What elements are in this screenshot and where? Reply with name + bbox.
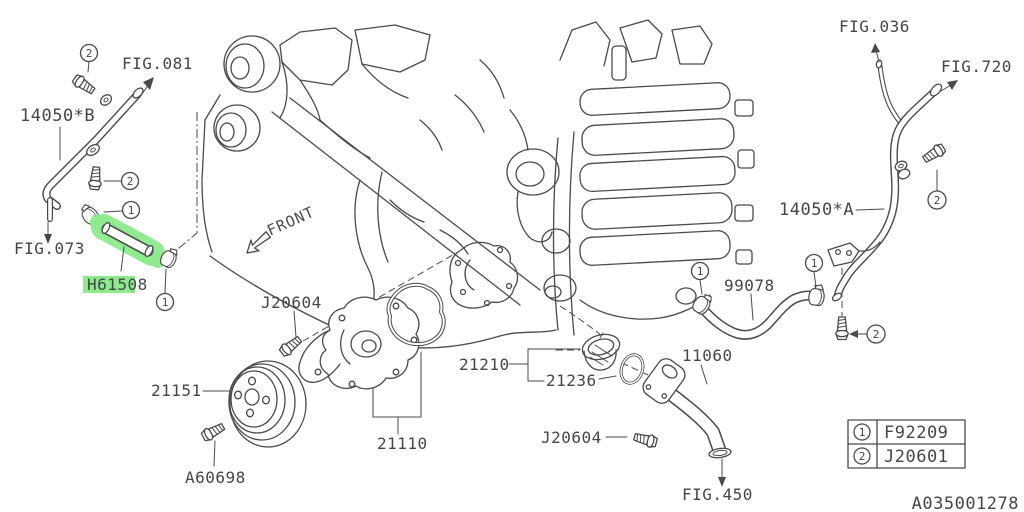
legend-code-1: F92209 <box>884 423 948 443</box>
engine-block-line-art <box>201 19 755 349</box>
callout-2-topleft: 2 <box>79 43 99 63</box>
part-label-a60698: A60698 <box>185 468 246 487</box>
part-label-21151: 21151 <box>151 381 202 400</box>
fig-073-arrow <box>44 221 52 244</box>
water-pipe-14050a <box>827 59 948 341</box>
legend-row-1: 1 F92209 <box>853 423 948 443</box>
svg-text:2: 2 <box>873 328 880 341</box>
front-arrow-icon <box>246 231 271 254</box>
water-pipe-11060 <box>642 358 732 459</box>
water-pipe-14050b <box>42 72 144 227</box>
callout-2-pipe14050b: 2 <box>120 171 140 191</box>
callout-2-pipe14050a: 2 <box>927 190 947 210</box>
part-label-21236: 21236 <box>546 371 597 390</box>
part-label-99078: 99078 <box>724 276 775 295</box>
legend-row-2: 2 J20601 <box>853 447 948 467</box>
bolt-j20604-left <box>277 333 305 359</box>
callout-1-hose99078-left: 1 <box>690 261 710 281</box>
callout-2-bolt-bottomright: 2 <box>866 324 886 344</box>
callout-1-hose-h61508: 1 <box>155 292 175 312</box>
leader-lines <box>59 60 938 467</box>
part-label-j20604-right: J20604 <box>541 428 602 447</box>
svg-text:2: 2 <box>127 175 134 188</box>
part-label-21210: 21210 <box>459 355 510 374</box>
svg-text:2: 2 <box>934 194 941 207</box>
svg-text:1: 1 <box>697 265 704 278</box>
h61508-highlight-marker <box>83 276 135 293</box>
fig-450-label: FIG.450 <box>682 485 753 504</box>
part-label-h61508-highlighted[interactable]: H61508 <box>83 275 148 294</box>
fig-720-arrow <box>940 80 958 92</box>
svg-text:2: 2 <box>859 450 866 463</box>
svg-text:1: 1 <box>859 426 866 439</box>
svg-text:1: 1 <box>162 296 169 309</box>
fig-073-label: FIG.073 <box>14 239 85 258</box>
water-pump-pulley-21151 <box>228 360 307 448</box>
fig-081-arrow <box>139 77 154 98</box>
bolt-j20604-right <box>632 430 659 450</box>
svg-text:1: 1 <box>128 204 135 217</box>
legend-code-2: J20601 <box>884 447 948 467</box>
svg-text:2: 2 <box>86 47 93 60</box>
callout-1-hose99078-right: 1 <box>804 253 824 273</box>
front-label: FRONT <box>264 203 317 240</box>
water-pump-body-21110 <box>298 296 420 390</box>
svg-text:1: 1 <box>811 257 818 270</box>
fig-081-label: FIG.081 <box>122 54 193 73</box>
callout-1-pipe14050b: 1 <box>121 200 141 220</box>
part-label-14050b: 14050*B <box>20 106 95 126</box>
fig-036-label: FIG.036 <box>839 17 910 36</box>
hose-99078 <box>689 282 827 340</box>
part-label-14050a: 14050*A <box>779 200 854 220</box>
legend-table: 1 F92209 2 J20601 <box>847 419 966 469</box>
hose-h61508-highlighted[interactable] <box>90 214 181 270</box>
fig-036-arrow <box>871 43 880 63</box>
o-ring-21236 <box>619 353 645 385</box>
fig-720-label: FIG.720 <box>941 57 1012 76</box>
fig-450-arrow <box>718 458 726 487</box>
part-label-j20604-left: J20604 <box>261 293 322 312</box>
svg-text:H61508: H61508 <box>87 275 148 294</box>
part-label-21110: 21110 <box>377 434 428 453</box>
document-code: A035001278 <box>912 494 1019 512</box>
thermostat-21210 <box>581 332 621 371</box>
bolt-a60698 <box>199 420 227 444</box>
part-label-11060: 11060 <box>682 346 733 365</box>
water-pump-gasket <box>386 282 446 347</box>
front-direction-indicator: FRONT <box>246 203 317 254</box>
